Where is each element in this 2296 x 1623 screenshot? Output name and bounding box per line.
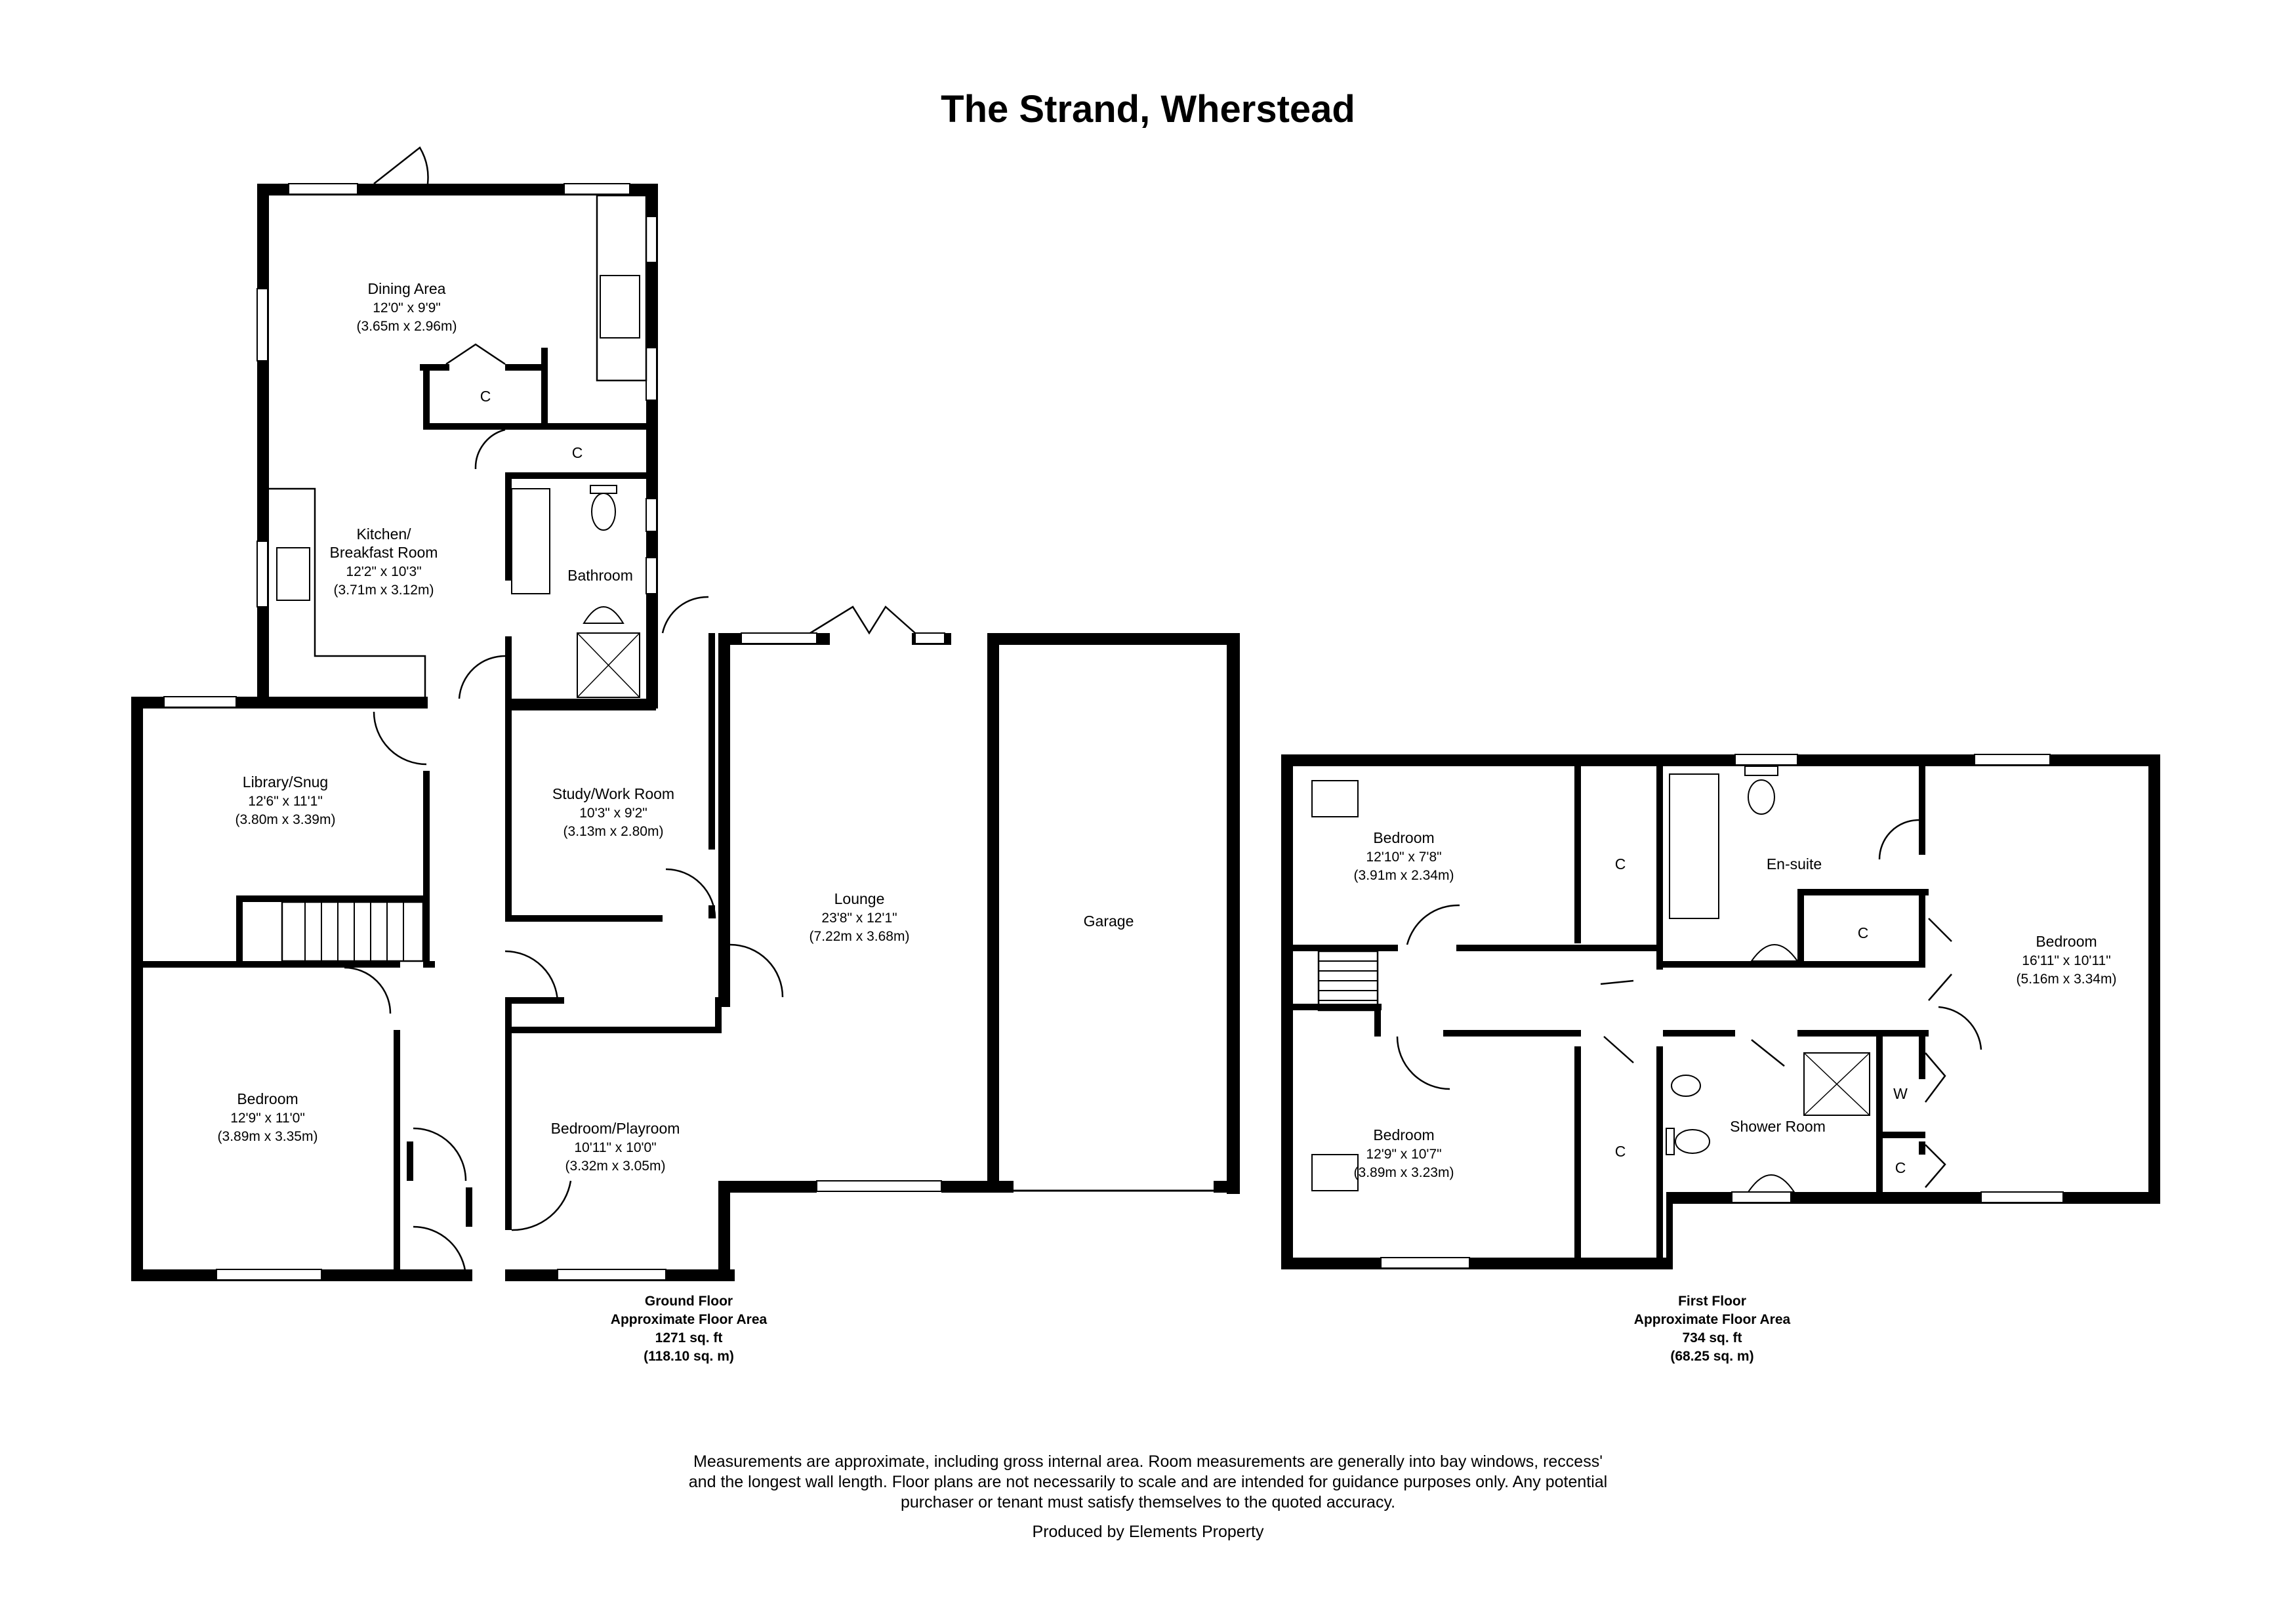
room-name: Bedroom: [1373, 829, 1434, 846]
ground-floor-labels: Dining Area 12'0" x 9'9" (3.65m x 2.96m)…: [218, 280, 1134, 1174]
room-size-metric: (3.65m x 2.96m): [357, 319, 457, 334]
floor-area-sqm: (118.10 sq. m): [644, 1349, 734, 1364]
cupboard-label: C: [1858, 924, 1869, 941]
room-size-metric: (3.13m x 2.80m): [564, 824, 664, 839]
room-name: Dining Area: [368, 280, 446, 297]
room-size-imperial: 10'11" x 10'0": [574, 1140, 656, 1155]
room-size-imperial: 12'6" x 11'1": [248, 794, 323, 809]
floor-area-sqft: 734 sq. ft: [1682, 1330, 1742, 1346]
room-name: Bedroom: [237, 1090, 298, 1107]
cupboard-label: C: [1895, 1159, 1906, 1176]
cupboard-label: C: [1615, 1143, 1626, 1160]
disclaimer: Measurements are approximate, including …: [689, 1452, 1607, 1541]
room-name: Bedroom: [1373, 1126, 1434, 1143]
floor-area-label: Approximate Floor Area: [1634, 1312, 1791, 1327]
room-name: Kitchen/: [356, 525, 411, 543]
ground-floor: Dining Area 12'0" x 9'9" (3.65m x 2.96m)…: [131, 146, 1240, 1364]
room-name: Lounge: [834, 890, 885, 907]
first-floor-windows: [1380, 754, 2064, 1269]
room-name: Library/Snug: [243, 773, 328, 791]
staircase: [1317, 950, 1379, 1012]
cupboard-label: W: [1893, 1085, 1908, 1102]
disclaimer-line: purchaser or tenant must satisfy themsel…: [901, 1493, 1395, 1511]
floor-area-label: Approximate Floor Area: [611, 1312, 768, 1327]
room-size-imperial: 10'3" x 9'2": [579, 806, 647, 821]
first-floor-fixtures: [1311, 766, 1982, 1193]
first-floor: Bedroom 12'10" x 7'8" (3.91m x 2.34m) C …: [1281, 754, 2160, 1364]
room-size-imperial: 12'10" x 7'8": [1366, 850, 1441, 865]
plan-title: The Strand, Wherstead: [941, 88, 1355, 131]
ground-floor-windows: [163, 183, 1214, 1281]
first-floor-area: First Floor Approximate Floor Area 734 s…: [1634, 1294, 1791, 1364]
room-size-imperial: 12'9" x 11'0": [230, 1111, 305, 1126]
room-name: Study/Work Room: [552, 785, 674, 802]
cupboard-label: C: [572, 444, 583, 461]
room-name: Bedroom: [2036, 933, 2097, 950]
floor-name: Ground Floor: [645, 1294, 733, 1309]
room-name: Shower Room: [1730, 1118, 1826, 1135]
producer-credit: Produced by Elements Property: [1033, 1523, 1264, 1541]
ground-floor-area: Ground Floor Approximate Floor Area 1271…: [611, 1294, 768, 1364]
floor-name: First Floor: [1678, 1294, 1746, 1309]
cupboard-label: C: [1615, 855, 1626, 873]
room-size-metric: (3.80m x 3.39m): [236, 812, 336, 827]
room-size-metric: (3.32m x 3.05m): [565, 1159, 666, 1174]
room-size-imperial: 12'0" x 9'9": [373, 300, 441, 316]
ground-floor-fixtures: [269, 146, 916, 1277]
ground-floor-walls: [131, 184, 1240, 1281]
room-name: En-suite: [1767, 855, 1822, 873]
disclaimer-line: Measurements are approximate, including …: [693, 1452, 1603, 1471]
room-size-metric: (5.16m x 3.34m): [2017, 972, 2117, 987]
room-size-metric: (3.71m x 3.12m): [334, 583, 434, 598]
room-name: Bathroom: [567, 567, 633, 584]
room-name: Garage: [1084, 913, 1134, 930]
room-size-imperial: 16'11" x 10'11": [2022, 953, 2110, 968]
staircase: [281, 901, 424, 962]
room-size-imperial: 12'2" x 10'3": [346, 564, 421, 579]
cupboard-label: C: [480, 388, 491, 405]
disclaimer-line: and the longest wall length. Floor plans…: [689, 1473, 1607, 1491]
room-size-metric: (3.89m x 3.35m): [218, 1129, 318, 1144]
first-floor-labels: Bedroom 12'10" x 7'8" (3.91m x 2.34m) C …: [1354, 829, 2117, 1180]
room-size-metric: (3.89m x 3.23m): [1354, 1165, 1454, 1180]
room-name: Bedroom/Playroom: [551, 1120, 680, 1137]
floor-area-sqft: 1271 sq. ft: [655, 1330, 723, 1346]
room-size-metric: (3.91m x 2.34m): [1354, 868, 1454, 883]
room-size-imperial: 23'8" x 12'1": [821, 911, 897, 926]
room-name: Breakfast Room: [330, 544, 438, 561]
room-size-imperial: 12'9" x 10'7": [1366, 1147, 1441, 1162]
floor-area-sqm: (68.25 sq. m): [1670, 1349, 1753, 1364]
room-size-metric: (7.22m x 3.68m): [810, 929, 910, 944]
